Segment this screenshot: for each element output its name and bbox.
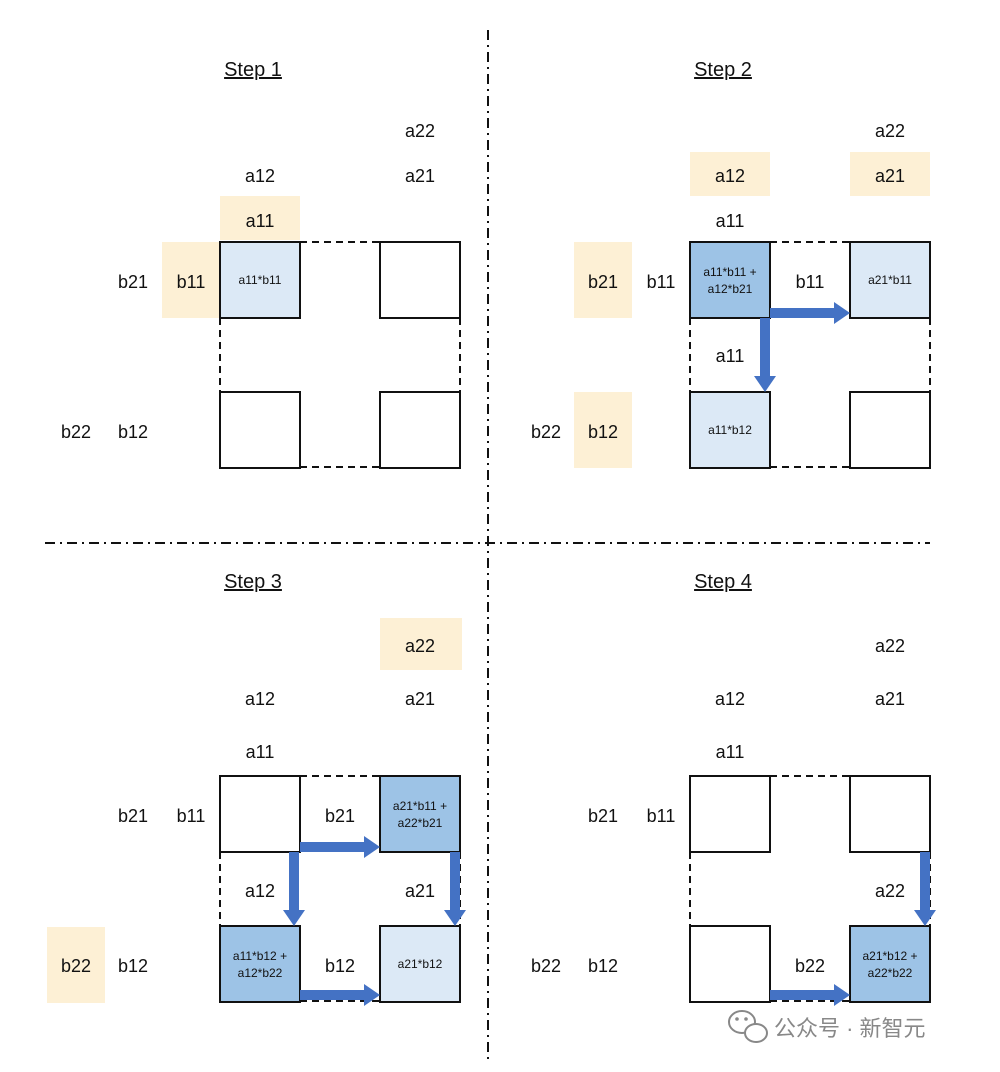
pe-cell-11 <box>689 775 771 853</box>
b12-label: b12 <box>588 956 618 976</box>
a12-label: a12 <box>715 166 745 186</box>
b11-label: b11 <box>647 806 676 826</box>
b22-label: b22 <box>61 956 91 976</box>
a22-highlight <box>380 618 462 670</box>
pe-cell-11 <box>689 241 771 319</box>
arrow-right <box>300 836 380 858</box>
b12-label: b12 <box>588 422 618 442</box>
pe-cell-12 <box>849 241 931 319</box>
b12-label: b12 <box>118 422 148 442</box>
b12-flow-label: b12 <box>325 956 355 976</box>
step-1-title: Step 1 <box>224 59 282 81</box>
a11-label: a11 <box>716 742 745 762</box>
pe-cell-22 <box>379 391 461 469</box>
a22-label: a22 <box>405 121 435 141</box>
a12-label: a12 <box>715 689 745 709</box>
pe-cell-11-value-line2: a12*b21 <box>708 282 753 296</box>
pe-cell-21 <box>219 391 301 469</box>
step-3-title: Step 3 <box>224 571 282 593</box>
pe-cell-11-value-line1: a11*b11 + <box>703 265 756 279</box>
b12-label: b12 <box>118 956 148 976</box>
pe-cell-11 <box>219 241 301 319</box>
pe-cell-21 <box>689 391 771 469</box>
b22-highlight <box>47 927 105 1003</box>
watermark-text: 公众号 · 新智元 <box>774 1016 926 1041</box>
step-3-panel: Step 3 a22 a12 a21 a11 b21 b11 b22 b12 a… <box>47 571 466 1006</box>
pe-cell-22-value-line2: a22*b22 <box>868 966 913 980</box>
step-2-title: Step 2 <box>694 59 752 81</box>
pe-cell-11 <box>219 775 301 853</box>
pe-cell-21-value-line1: a11*b12 + <box>233 949 287 963</box>
arrow-down <box>914 852 936 926</box>
a11-flow-label: a11 <box>716 346 745 366</box>
pe-cell-21 <box>689 925 771 1003</box>
b21-label: b21 <box>118 272 148 292</box>
a22-label: a22 <box>875 121 905 141</box>
arrow-down <box>283 852 305 926</box>
pe-cell-12-value-line2: a22*b21 <box>398 816 443 830</box>
arrow-right <box>300 984 380 1006</box>
pe-cell-22-value: a21*b12 <box>398 957 443 971</box>
pe-cell-12-value-line1: a21*b11 + <box>393 799 447 813</box>
b11-highlight <box>162 242 220 318</box>
pe-cell-11-value: a11*b11 <box>239 273 282 287</box>
a11-label: a11 <box>246 211 275 231</box>
b21-label: b21 <box>118 806 148 826</box>
arrow-right <box>770 984 850 1006</box>
pe-cell-12 <box>849 775 931 853</box>
step-2-panel: Step 2 a22 a12 a21 a11 b21 b11 b22 b12 a… <box>531 59 931 469</box>
a12-highlight <box>690 152 770 196</box>
b12-highlight <box>574 392 632 468</box>
watermark: 公众号 · 新智元 <box>728 1010 926 1043</box>
arrow-right <box>770 302 850 324</box>
wechat-icon <box>728 1010 768 1043</box>
a12-flow-label: a12 <box>245 881 275 901</box>
pe-cell-21-value: a11*b12 <box>708 423 752 437</box>
a11-label: a11 <box>716 211 745 231</box>
b11-flow-label: b11 <box>796 272 825 292</box>
a21-label: a21 <box>875 689 905 709</box>
pe-cell-22 <box>379 925 461 1003</box>
pe-cell-21-value-line2: a12*b22 <box>238 966 283 980</box>
a22-label: a22 <box>405 636 435 656</box>
b11-label: b11 <box>647 272 676 292</box>
b11-label: b11 <box>177 272 206 292</box>
pe-cell-22-value-line1: a21*b12 + <box>862 949 917 963</box>
pe-cell-12 <box>379 241 461 319</box>
step-4-panel: Step 4 a22 a12 a21 a11 b21 b11 b22 b12 a… <box>531 571 936 1006</box>
a11-highlight <box>220 196 300 240</box>
a21-label: a21 <box>405 166 435 186</box>
b22-label: b22 <box>531 956 561 976</box>
a21-label: a21 <box>405 689 435 709</box>
a21-flow-label: a21 <box>405 881 435 901</box>
pe-cell-22 <box>849 391 931 469</box>
b21-flow-label: b21 <box>325 806 355 826</box>
arrow-down <box>754 318 776 392</box>
b21-label: b21 <box>588 272 618 292</box>
a21-highlight <box>850 152 930 196</box>
b22-label: b22 <box>531 422 561 442</box>
b11-label: b11 <box>177 806 206 826</box>
step-1-panel: Step 1 a22 a12 a21 a11 b21 b11 b22 b12 a… <box>61 59 461 469</box>
a11-label: a11 <box>246 742 275 762</box>
step-4-title: Step 4 <box>694 571 752 593</box>
arrow-down <box>444 852 466 926</box>
a22-flow-label: a22 <box>875 881 905 901</box>
a22-label: a22 <box>875 636 905 656</box>
pe-cell-21 <box>219 925 301 1003</box>
b21-highlight <box>574 242 632 318</box>
b22-flow-label: b22 <box>795 956 825 976</box>
pe-cell-22 <box>849 925 931 1003</box>
pe-cell-12-value: a21*b11 <box>868 273 912 287</box>
b22-label: b22 <box>61 422 91 442</box>
b21-label: b21 <box>588 806 618 826</box>
a21-label: a21 <box>875 166 905 186</box>
a12-label: a12 <box>245 166 275 186</box>
pe-cell-12 <box>379 775 461 853</box>
a12-label: a12 <box>245 689 275 709</box>
